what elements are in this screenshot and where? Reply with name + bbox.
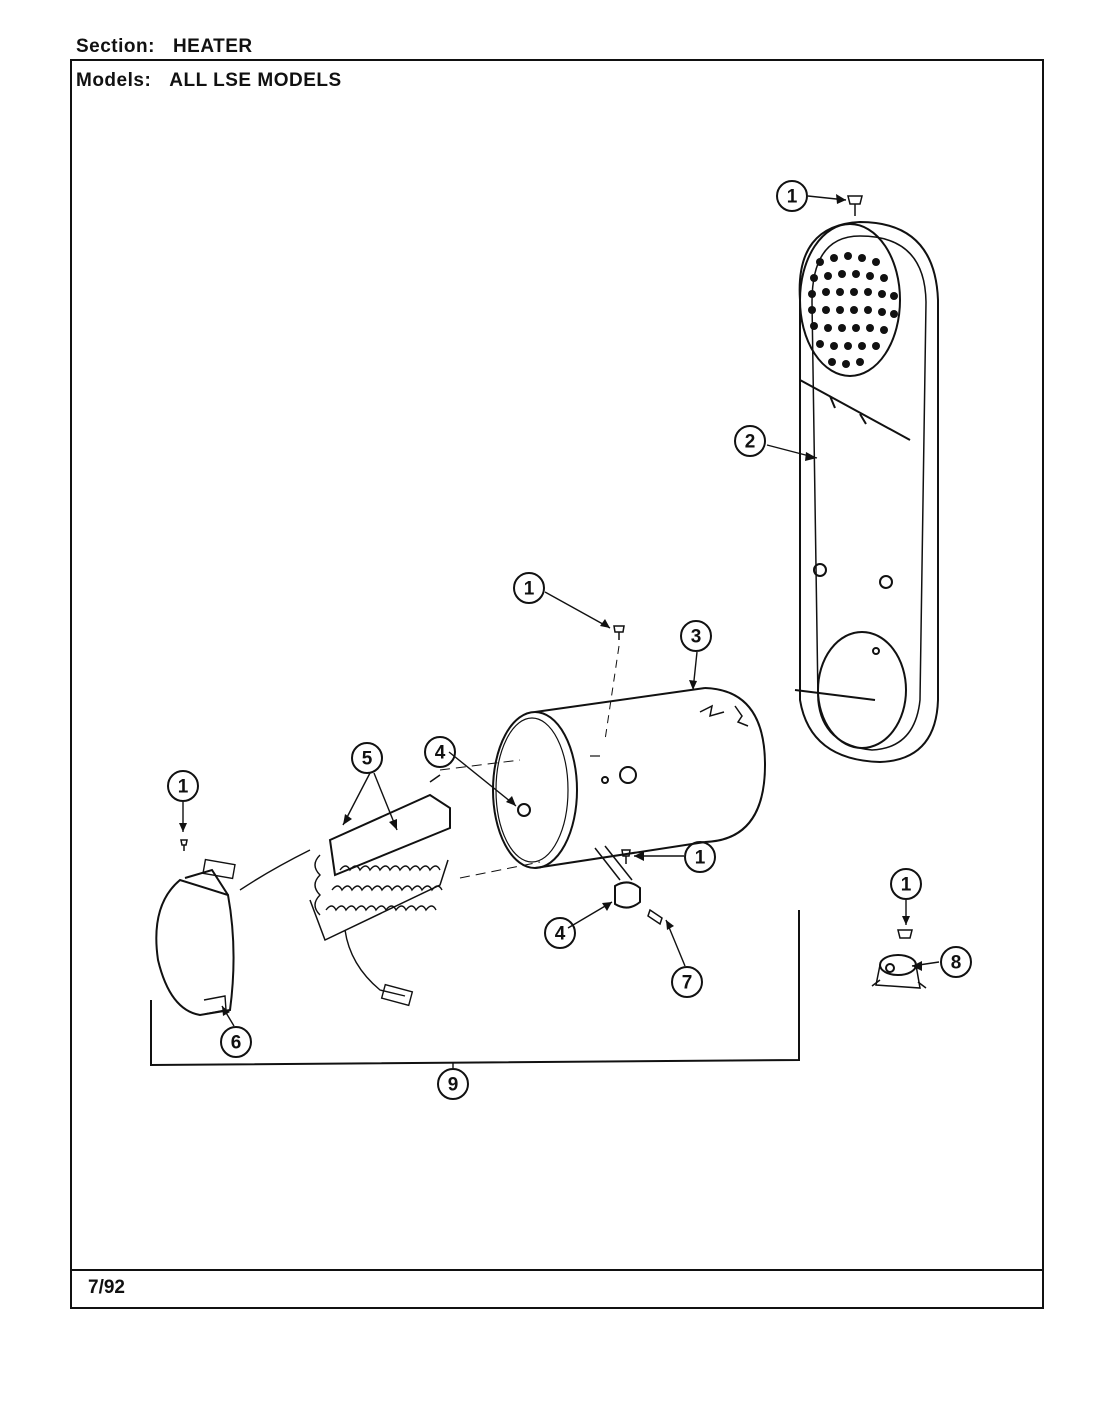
callout-9: 9: [448, 1075, 459, 1096]
callout-circle-6: [220, 1026, 252, 1058]
callout-4-bottom: 4: [555, 924, 566, 945]
callout-circle-1d: [684, 841, 716, 873]
callout-circle-1c: [167, 770, 199, 802]
callout-circle-9: [437, 1068, 469, 1100]
perforated-disc: [799, 223, 901, 377]
callout-3: 3: [691, 627, 702, 648]
heater-housing-part: [492, 687, 767, 869]
thermostat-part: [594, 845, 641, 909]
callout-1-housing: 1: [524, 579, 535, 600]
callout-circle-4b: [544, 917, 576, 949]
callout-circle-3: [680, 620, 712, 652]
callout-2: 2: [745, 432, 756, 453]
diagram-frame: [70, 59, 1044, 1309]
models-header: Models: ALL LSE MODELS: [76, 70, 342, 92]
callout-circles: [167, 180, 972, 1100]
callout-circle-5: [351, 742, 383, 774]
models-label: Models:: [76, 70, 152, 91]
callout-4-top: 4: [435, 743, 446, 764]
element-bracket-top: [328, 793, 451, 877]
heating-element-part: [239, 774, 451, 1007]
callout-6: 6: [231, 1033, 242, 1054]
callout-1-top: 1: [787, 187, 798, 208]
arrow-heads: [179, 194, 922, 1016]
screws: [180, 195, 913, 939]
callout-1-right: 1: [901, 875, 912, 896]
callout-circle-1a: [776, 180, 808, 212]
duct-cover-part: [794, 220, 939, 764]
coil-windings: [314, 854, 443, 916]
section-label: Section:: [76, 36, 155, 57]
callout-8: 8: [951, 953, 962, 974]
section-value: HEATER: [172, 36, 253, 57]
callout-circle-1b: [513, 572, 545, 604]
section-header: Section: HEATER: [76, 36, 253, 58]
callout-1-middle: 1: [695, 848, 706, 869]
callout-1-left: 1: [178, 777, 189, 798]
housing-open-end: [492, 711, 578, 869]
callout-circle-1e: [890, 868, 922, 900]
duct-opening: [817, 631, 907, 749]
callout-circle-7: [671, 966, 703, 998]
callout-7: 7: [682, 973, 693, 994]
thermostat-part-8: [871, 954, 927, 989]
callout-circle-2: [734, 425, 766, 457]
perforation-holes: [808, 252, 898, 368]
callout-circle-8: [940, 946, 972, 978]
callout-circle-4a: [424, 736, 456, 768]
screw-part-7: [647, 908, 663, 926]
callout-5: 5: [362, 749, 373, 770]
kit-bracket: [150, 910, 800, 1067]
revision-date: 7/92: [88, 1277, 125, 1298]
leader-lines: [182, 195, 940, 1027]
models-value: ALL LSE MODELS: [169, 70, 342, 91]
end-cover-part: [155, 858, 236, 1017]
